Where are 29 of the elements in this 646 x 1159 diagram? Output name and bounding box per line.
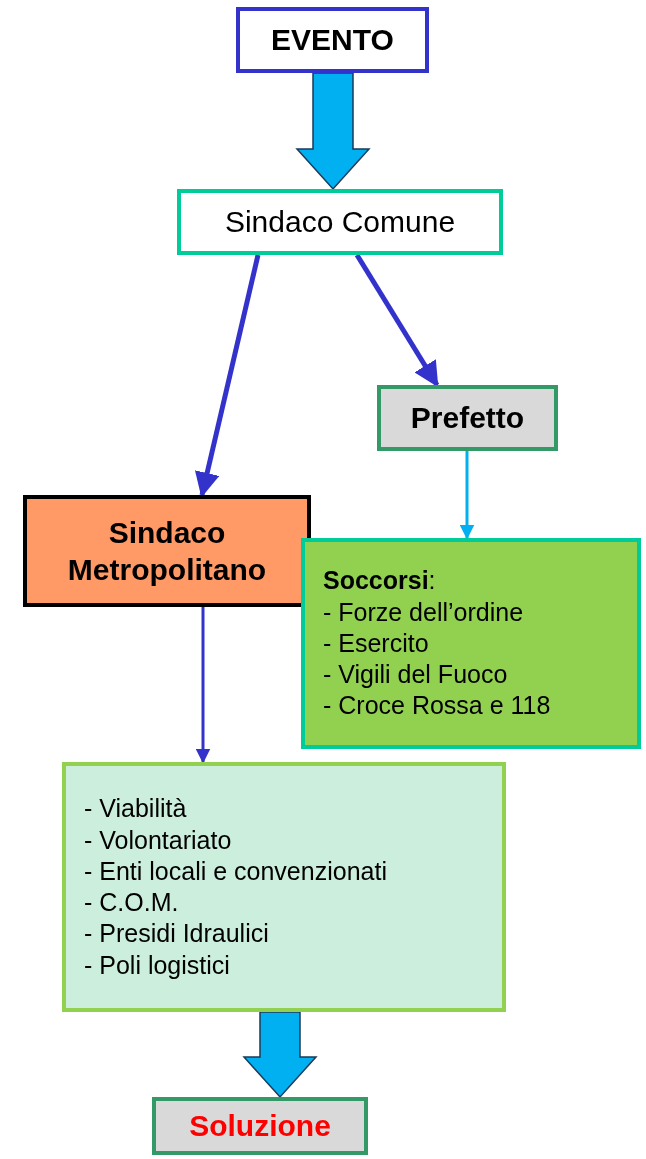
list-item: - C.O.M. xyxy=(84,887,179,918)
process-box xyxy=(152,1097,368,1155)
process-box xyxy=(62,762,506,1012)
arrow xyxy=(459,451,475,540)
box-label: Soluzione xyxy=(189,1108,331,1145)
list-item: - Croce Rossa e 118 xyxy=(323,690,551,722)
box-label: Sindaco Metropolitano xyxy=(66,514,268,588)
list-item: Soccorsi: xyxy=(323,565,436,597)
block-arrow xyxy=(242,1011,318,1099)
process-box xyxy=(177,189,503,255)
process-box xyxy=(377,385,558,451)
process-box xyxy=(23,495,311,607)
box-label: Sindaco Comune xyxy=(224,204,456,241)
list-item: - Forze dell’ordine xyxy=(323,596,524,628)
list-item: - Vigili del Fuoco xyxy=(323,659,508,691)
box-label: EVENTO xyxy=(271,22,394,59)
box-label: Prefetto xyxy=(410,400,525,437)
list-item: - Poli logistici xyxy=(84,949,230,981)
list-item: - Volontariato xyxy=(84,824,232,856)
arrow xyxy=(195,607,211,764)
list-item: - Presidi Idraulici xyxy=(84,918,269,950)
process-box xyxy=(301,538,641,749)
arrow xyxy=(194,254,261,498)
arrow xyxy=(354,253,440,388)
list-item: - Esercito xyxy=(323,627,429,659)
block-arrow xyxy=(295,72,371,191)
process-box xyxy=(236,7,429,73)
list-item: - Viabilità xyxy=(84,793,187,825)
list-item: - Enti locali e convenzionati xyxy=(84,855,387,887)
